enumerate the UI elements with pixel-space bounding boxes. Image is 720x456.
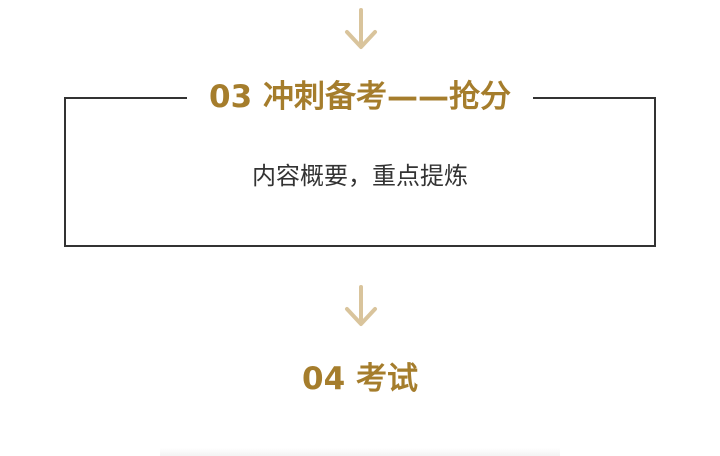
stage-04-title: 04 考试 — [0, 359, 720, 399]
stage-04-title-text: 04 考试 — [280, 361, 440, 397]
arrow-down-icon — [343, 8, 379, 52]
bottom-divider — [160, 448, 560, 456]
arrow-down-icon — [343, 285, 379, 329]
stage-03-title: 03 冲刺备考——抢分 — [0, 77, 720, 117]
stage-03-title-text: 03 冲刺备考——抢分 — [187, 79, 533, 115]
stage-03-description: 内容概要，重点提炼 — [252, 162, 468, 190]
